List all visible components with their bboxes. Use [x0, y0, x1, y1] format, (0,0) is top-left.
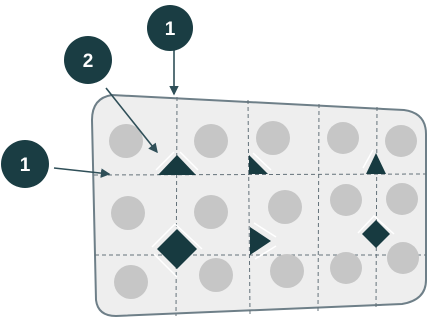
- pill: [270, 254, 304, 288]
- callout-badge-circle: [1, 140, 49, 188]
- perforation-col-1: [175, 96, 178, 317]
- notch-highlight: [362, 149, 374, 169]
- perforation-row-1: [93, 173, 427, 176]
- pill: [114, 265, 148, 299]
- pill: [194, 195, 228, 229]
- pill: [109, 124, 143, 158]
- pill: [385, 125, 417, 157]
- triangle-notch: [158, 155, 196, 175]
- pill: [194, 124, 228, 158]
- notch-highlight: [252, 152, 272, 171]
- callout-badge-top: 1: [147, 5, 193, 51]
- callout-badge-left: 1: [1, 140, 49, 188]
- diamond-notch: [157, 229, 197, 269]
- diamond-notch: [362, 220, 390, 248]
- triangle-notch: [250, 227, 271, 255]
- callout-number: 1: [20, 155, 31, 176]
- pill: [199, 258, 233, 292]
- pill: [386, 183, 418, 215]
- pill: [330, 184, 362, 216]
- arrow-middle: [105, 87, 158, 154]
- blister-card: [90, 93, 427, 318]
- leader-arrows: [53, 45, 179, 178]
- notch-highlight: [153, 253, 178, 278]
- perforation-lines: [93, 96, 427, 317]
- pill: [327, 122, 359, 154]
- callout-badge-middle: 2: [64, 36, 112, 84]
- callout-badge-circle: [64, 36, 112, 84]
- notch-highlight: [254, 245, 277, 260]
- pill: [256, 121, 290, 155]
- callout-number: 1: [165, 19, 176, 40]
- triangle-notch: [366, 153, 386, 174]
- notch-highlight: [151, 222, 203, 250]
- arrow-left: [53, 167, 111, 178]
- pill-grid: [109, 121, 419, 299]
- notch-highlight: [253, 222, 277, 238]
- pill: [268, 190, 302, 224]
- notch-highlight: [155, 151, 175, 171]
- triangle-notch: [249, 155, 268, 174]
- notch-highlight: [357, 214, 395, 235]
- callout-badge-circle: [147, 5, 193, 51]
- pill: [330, 252, 362, 284]
- notch-highlight: [179, 151, 199, 171]
- perforation-col-4: [375, 106, 378, 309]
- callout-number: 2: [83, 51, 94, 72]
- pill: [387, 242, 419, 274]
- perforation-col-2: [247, 99, 251, 315]
- tear-notches: [151, 149, 395, 278]
- pill: [111, 196, 145, 230]
